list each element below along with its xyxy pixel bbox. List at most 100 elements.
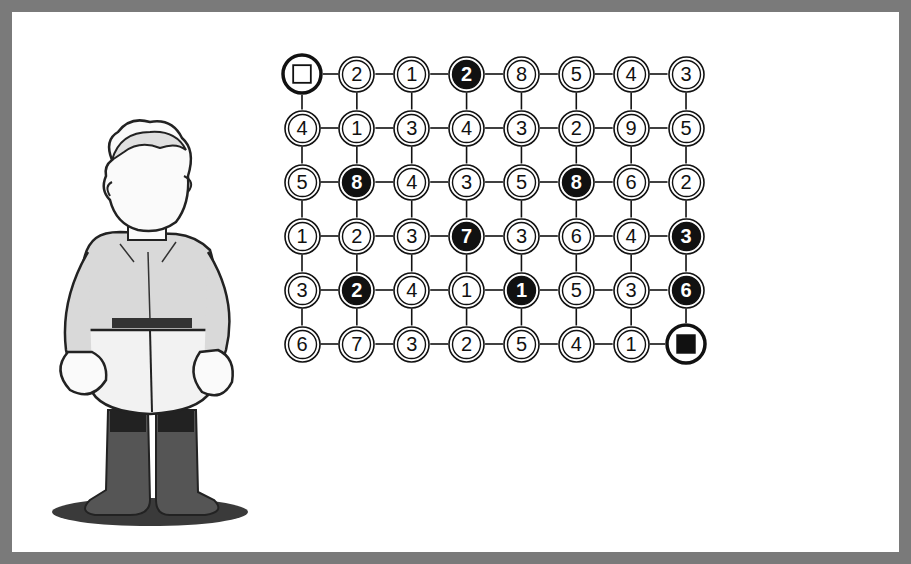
black-number-circle: 1 <box>503 272 540 309</box>
number-circle: 1 <box>338 110 375 147</box>
grid-link <box>411 147 413 164</box>
number-circle: 5 <box>503 164 540 201</box>
grid-link <box>485 235 503 237</box>
number-circle: 3 <box>448 164 485 201</box>
cell-number: 3 <box>680 226 691 246</box>
grid-link <box>411 255 413 272</box>
grid-link <box>685 255 687 272</box>
black-number-circle: 2 <box>338 272 375 309</box>
belt <box>112 318 192 328</box>
cell-number: 4 <box>626 226 637 246</box>
cell-number: 3 <box>516 118 527 138</box>
grid-link <box>411 201 413 218</box>
grid-link <box>685 147 687 164</box>
grid-link <box>301 95 303 110</box>
cell-number: 5 <box>516 172 527 192</box>
cell-number: 1 <box>406 64 417 84</box>
number-circle: 4 <box>393 272 430 309</box>
head <box>104 120 191 231</box>
grid-link <box>430 181 448 183</box>
cell-number: 1 <box>516 280 527 300</box>
number-circle: 3 <box>503 218 540 255</box>
grid-link <box>485 181 503 183</box>
grid-link <box>650 289 668 291</box>
cell-number: 2 <box>461 334 472 354</box>
cell-number: 4 <box>406 280 417 300</box>
black-number-circle: 8 <box>338 164 375 201</box>
number-circle: 4 <box>613 218 650 255</box>
number-circle: 6 <box>558 218 595 255</box>
number-circle: 4 <box>613 56 650 93</box>
grid-link <box>321 127 339 129</box>
grid-link <box>430 343 448 345</box>
cell-number: 6 <box>571 226 582 246</box>
cell-number: 5 <box>516 334 527 354</box>
grid-link <box>301 309 303 326</box>
grid-link <box>521 147 523 164</box>
circle-outline <box>281 53 323 95</box>
cell-number: 1 <box>296 226 307 246</box>
grid-link <box>375 235 393 237</box>
grid-link <box>595 235 613 237</box>
grid-link <box>595 73 613 75</box>
number-circle: 2 <box>338 218 375 255</box>
cell-number: 5 <box>680 118 691 138</box>
cell-number: 2 <box>351 226 362 246</box>
cell-number: 2 <box>351 280 362 300</box>
grid-link <box>411 93 413 110</box>
grid-link <box>575 147 577 164</box>
cell-number: 8 <box>351 172 362 192</box>
grid-link <box>630 309 632 326</box>
number-circle: 3 <box>284 272 321 309</box>
grid-link <box>356 147 358 164</box>
number-circle: 3 <box>393 110 430 147</box>
grid-link <box>540 289 558 291</box>
cell-number: 6 <box>296 334 307 354</box>
black-number-circle: 8 <box>558 164 595 201</box>
grid-link <box>521 309 523 326</box>
cell-number: 2 <box>571 118 582 138</box>
grid-link <box>630 147 632 164</box>
cell-number: 1 <box>626 334 637 354</box>
grid-link <box>356 255 358 272</box>
grid-link <box>521 93 523 110</box>
cell-number: 3 <box>406 118 417 138</box>
grid-link <box>466 93 468 110</box>
grid-link <box>375 343 393 345</box>
right-hand <box>193 350 232 395</box>
cell-number: 6 <box>680 280 691 300</box>
grid-link <box>485 289 503 291</box>
grid-link <box>575 309 577 326</box>
grid-link <box>321 235 339 237</box>
grid-link <box>575 201 577 218</box>
number-circle: 5 <box>558 272 595 309</box>
number-circle: 5 <box>558 56 595 93</box>
grid-link <box>466 309 468 326</box>
grid-link <box>540 181 558 183</box>
black-number-circle: 3 <box>668 218 705 255</box>
cell-number: 3 <box>406 334 417 354</box>
cell-number: 7 <box>351 334 362 354</box>
number-circle: 6 <box>613 164 650 201</box>
number-circle: 9 <box>613 110 650 147</box>
grid-link <box>685 93 687 110</box>
grid-link <box>685 201 687 218</box>
hair <box>112 132 186 160</box>
grid-link <box>321 289 339 291</box>
grid-link <box>466 147 468 164</box>
grid-link <box>685 309 687 324</box>
black-number-circle: 7 <box>448 218 485 255</box>
grid-link <box>321 343 339 345</box>
grid-link <box>411 309 413 326</box>
filled-square <box>677 335 695 353</box>
grid-link <box>466 201 468 218</box>
cell-number: 4 <box>296 118 307 138</box>
number-circle: 3 <box>393 326 430 363</box>
number-circle: 7 <box>338 326 375 363</box>
grid-link <box>650 235 668 237</box>
cell-number: 6 <box>626 172 637 192</box>
cell-number: 8 <box>516 64 527 84</box>
grid-link <box>650 181 668 183</box>
cell-number: 3 <box>626 280 637 300</box>
